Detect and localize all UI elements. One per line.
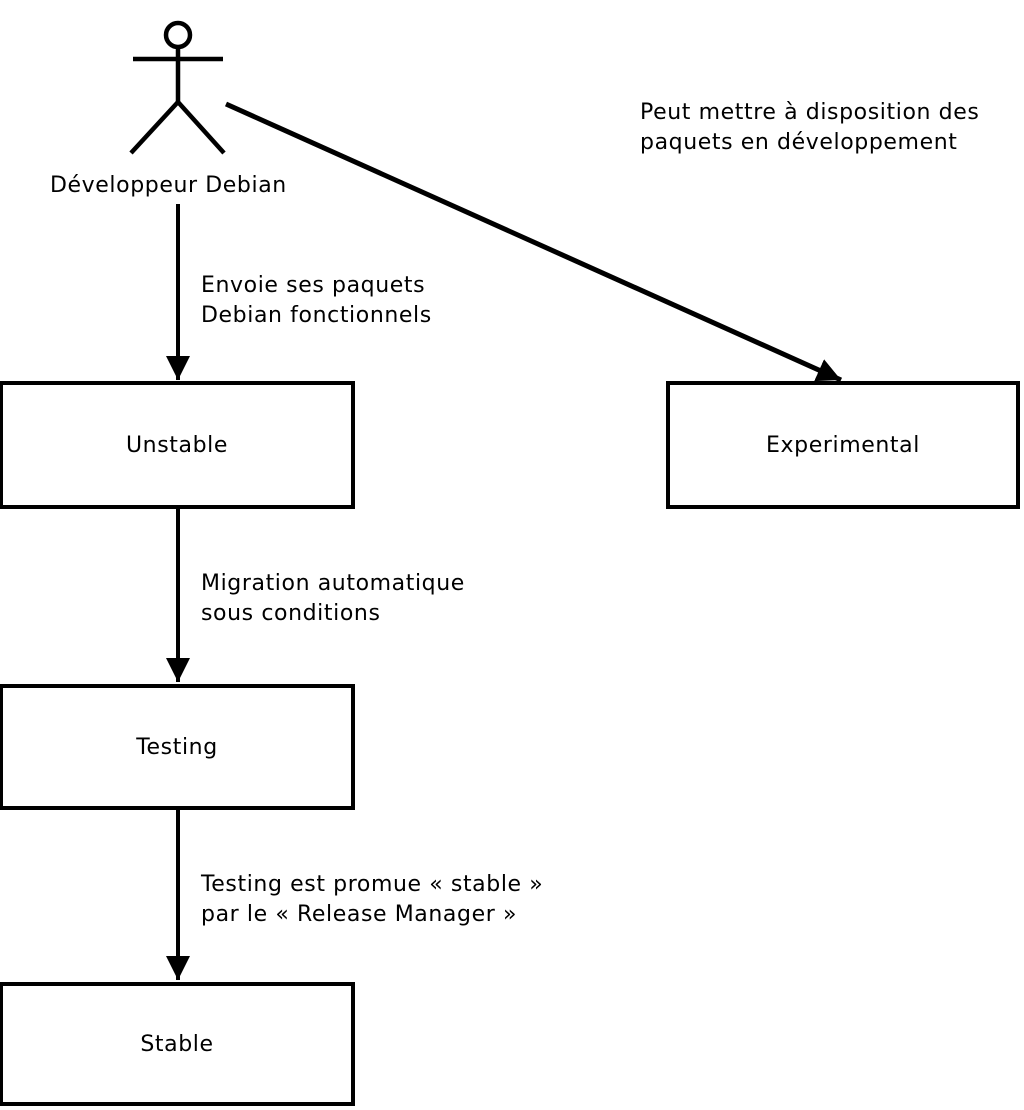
edge-label-unstable-to-testing: Migration automatique sous conditions [201, 571, 465, 626]
actor-right-leg [176, 100, 226, 155]
node-label-testing: Testing [136, 734, 218, 760]
actor-label: Développeur Debian [50, 173, 287, 198]
edge-label-actor-to-unstable: Envoie ses paquets Debian fonctionnels [201, 273, 432, 328]
node-box-testing: Testing [0, 684, 355, 810]
edge-label-testing-to-stable: Testing est promue « stable » par le « R… [201, 872, 544, 927]
node-label-unstable: Unstable [125, 432, 229, 458]
actor-head [163, 20, 193, 50]
developer-stick-figure-icon [129, 20, 226, 155]
node-box-experimental: Experimental [666, 381, 1020, 509]
node-box-stable: Stable [0, 982, 355, 1106]
node-box-unstable: Unstable [0, 381, 355, 509]
arrow-actor-to-experimental [224, 101, 843, 383]
node-label-stable: Stable [140, 1031, 214, 1057]
edge-label-actor-to-experimental: Peut mettre à disposition des paquets en… [640, 100, 980, 155]
node-label-experimental: Experimental [766, 432, 920, 458]
actor-left-leg [129, 100, 180, 155]
